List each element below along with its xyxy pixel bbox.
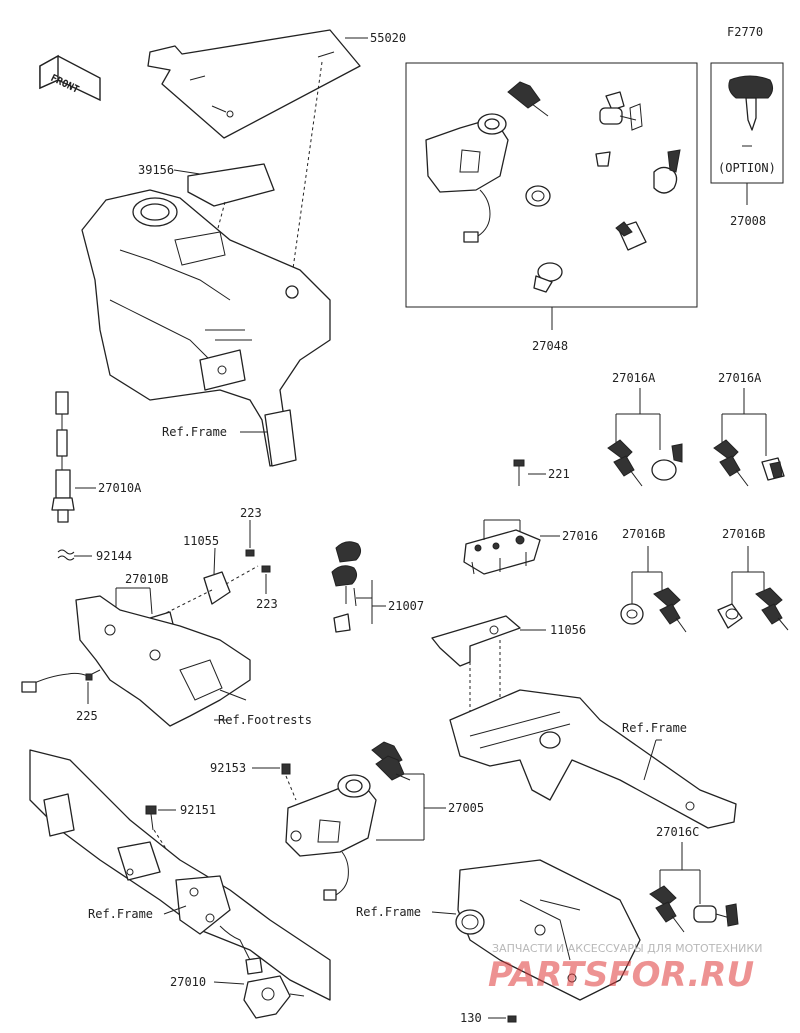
label-ref-frame-right: Ref.Frame (622, 721, 687, 735)
label-223-upper: 223 (240, 506, 262, 520)
frame-lower-left (29, 749, 331, 1001)
front-arrow-icon: FRONT (39, 54, 101, 102)
part-27016a-set-right (713, 388, 785, 487)
label-27010a: 27010A (98, 481, 142, 495)
part-92153-bolt (252, 763, 297, 801)
label-92153: 92153 (210, 761, 246, 775)
part-27048-lock-set-box (405, 62, 698, 330)
label-223-lower: 223 (256, 597, 278, 611)
part-39156-label (173, 163, 275, 259)
label-27010b: 27010B (125, 572, 168, 586)
part-27016b-set-left (620, 546, 687, 633)
part-130-screw (488, 1015, 517, 1023)
part-27016b-set-right (717, 546, 789, 631)
label-27008: 27008 (730, 214, 766, 228)
frame-bottom-section (431, 859, 641, 1001)
watermark-brand: PARTSFOR.RU (488, 955, 754, 995)
part-27010-stand-switch (213, 925, 305, 1019)
part-27005-ignition-switch (285, 741, 446, 901)
label-27016b-left: 27016B (622, 527, 665, 541)
frame-steering-head (81, 189, 331, 467)
part-11055-bracket (159, 547, 259, 617)
label-ref-frame-top: Ref.Frame (162, 425, 227, 439)
part-92144-spring (57, 549, 92, 561)
part-27008-option-key-box: (OPTION) (710, 62, 784, 205)
label-221: 221 (548, 467, 570, 481)
part-27016c-set (649, 842, 739, 933)
label-27016b-right: 27016B (722, 527, 765, 541)
label-ref-frame-bottom: Ref.Frame (356, 905, 421, 919)
figure-code: F2770 (727, 25, 763, 39)
label-225: 225 (76, 709, 98, 723)
label-27010: 27010 (170, 975, 206, 989)
label-55020: 55020 (370, 31, 406, 45)
label-ref-footrests: Ref.Footrests (218, 713, 312, 727)
label-21007: 21007 (388, 599, 424, 613)
label-11055: 11055 (183, 534, 219, 548)
frame-right-section (449, 689, 737, 829)
part-221-screw (513, 459, 546, 486)
part-225-screw (85, 673, 93, 704)
part-27010a-neutral-switch (51, 391, 96, 523)
watermark: ЗАПЧАСТИ И АКСЕССУАРЫ ДЛЯ МОТОТЕХНИКИ PA… (488, 942, 762, 995)
part-27016-lock-bracket (463, 519, 560, 575)
part-21007-key-set (331, 541, 386, 633)
label-39156: 39156 (138, 163, 174, 177)
label-130: 130 (460, 1011, 482, 1025)
label-92144: 92144 (96, 549, 132, 563)
label-11056: 11056 (550, 623, 586, 637)
label-27016: 27016 (562, 529, 598, 543)
part-55020-label-sheet (147, 29, 368, 291)
label-92151: 92151 (180, 803, 216, 817)
part-223-bolt-upper (245, 520, 255, 557)
label-27016a-left: 27016A (612, 371, 656, 385)
label-27016a-right: 27016A (718, 371, 762, 385)
label-27048: 27048 (532, 339, 568, 353)
footrest-bracket (21, 595, 251, 727)
part-11056-bracket (431, 615, 546, 720)
part-223-bolt-lower (261, 565, 271, 594)
label-ref-frame-left: Ref.Frame (88, 907, 153, 921)
label-27005: 27005 (448, 801, 484, 815)
watermark-tagline: ЗАПЧАСТИ И АКСЕССУАРЫ ДЛЯ МОТОТЕХНИКИ (492, 942, 762, 955)
label-27016c: 27016C (656, 825, 699, 839)
option-label: (OPTION) (718, 161, 776, 175)
part-27016a-set-left (607, 388, 683, 487)
